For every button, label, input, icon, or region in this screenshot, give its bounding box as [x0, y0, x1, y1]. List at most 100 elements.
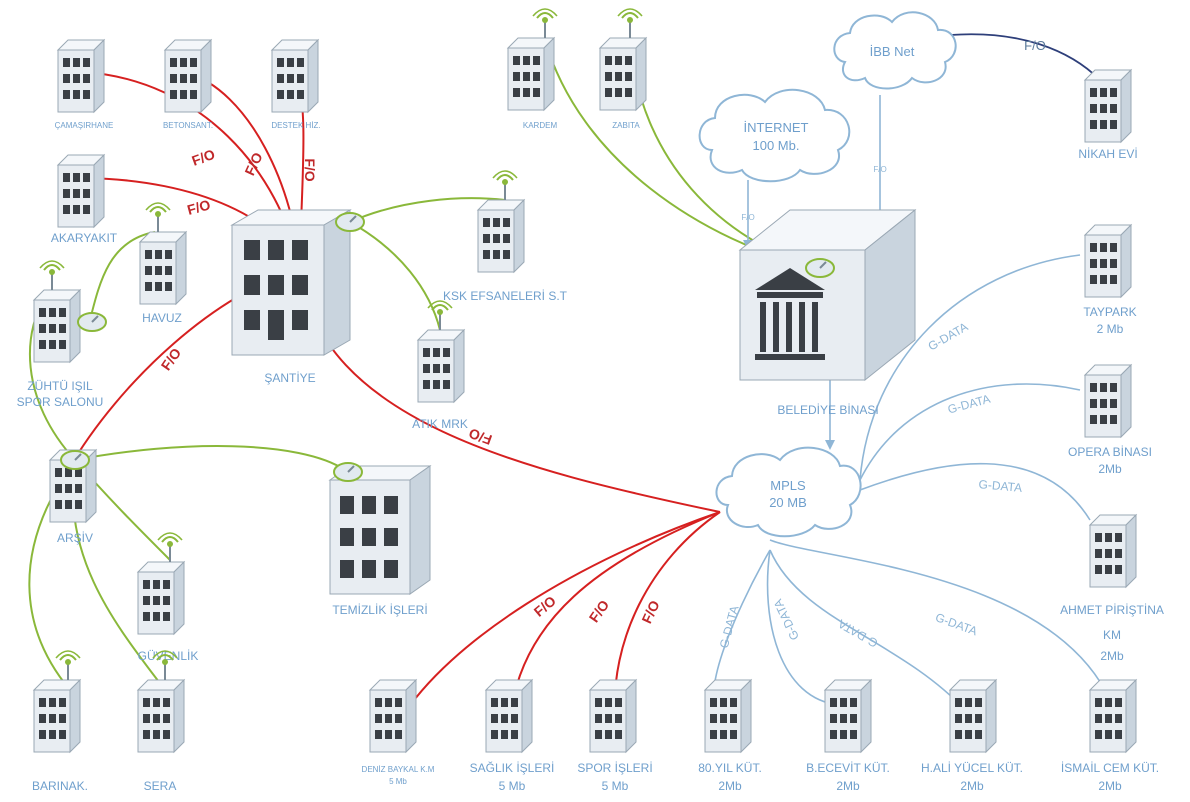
gdata-label-3: G-DATA — [978, 477, 1023, 495]
label-havuz: HAVUZ — [142, 311, 182, 325]
fo-label-internet: F/O — [741, 213, 754, 222]
label-sera: SERA — [144, 779, 177, 793]
building-nikah — [1084, 69, 1132, 143]
building-zuhtu — [33, 289, 81, 363]
label-barinak: BARINAK. — [32, 779, 88, 793]
label-ismail-2: 2Mb — [1098, 779, 1122, 793]
arrow-mpls — [825, 440, 835, 450]
label-ahmet-2: KM — [1103, 628, 1121, 642]
label-ahmet-1: AHMET PİRİŞTİNA — [1060, 603, 1164, 617]
antenna-kardem — [532, 8, 558, 39]
label-spor-1: SPOR İŞLERİ — [577, 761, 652, 775]
fo-label-ibb: F/O — [1024, 38, 1046, 53]
label-arsiv: ARŞİV — [57, 531, 93, 545]
building-80yil — [704, 679, 752, 753]
internet-speed: 100 Mb. — [753, 138, 800, 153]
ibb-label: İBB Net — [870, 44, 915, 59]
antenna-zuhtu — [39, 260, 65, 291]
fo-label-5: F/O — [158, 345, 185, 373]
building-barinak — [33, 679, 81, 753]
mpls-speed: 20 MB — [769, 495, 807, 510]
cloud-internet: İNTERNET 100 Mb. — [698, 88, 851, 183]
building-becevit — [824, 679, 872, 753]
building-akaryakit — [57, 154, 105, 228]
label-zabita: ZABITA — [612, 121, 640, 130]
building-ahmet — [1089, 514, 1137, 588]
building-temizlik — [328, 465, 432, 595]
label-80yil-1: 80.YIL KÜT. — [698, 761, 762, 775]
label-destek: DESTEK HİZ. — [271, 121, 320, 130]
building-destek — [271, 39, 319, 113]
building-spor — [589, 679, 637, 753]
antenna-guvenlik — [157, 532, 183, 563]
dish-zuhtu — [77, 312, 107, 332]
fo-label-3: F/O — [302, 158, 318, 181]
building-guvenlik — [137, 561, 185, 635]
fo-label-4: F/O — [185, 196, 212, 218]
dish-santiye — [335, 212, 365, 232]
building-kardem — [507, 37, 555, 111]
label-atik: ATIK MRK — [412, 417, 468, 431]
label-becevit-1: B.ECEVİT KÜT. — [806, 761, 890, 775]
label-spor-2: 5 Mb — [602, 779, 629, 793]
label-temizlik: TEMİZLİK İŞLERİ — [332, 603, 427, 617]
dish-temizlik — [333, 462, 363, 482]
label-taypark-2: 2 Mb — [1097, 322, 1124, 336]
label-nikah: NİKAH EVİ — [1078, 147, 1137, 161]
cloud-ibb: İBB Net — [833, 11, 957, 90]
gdata-label-5: G-DATA — [836, 617, 881, 651]
label-deniz-1: DENİZ BAYKAL K.M — [362, 765, 435, 774]
dish-arsiv — [60, 450, 90, 470]
fo-label-9: F/O — [638, 598, 662, 626]
label-saglik-2: 5 Mb — [499, 779, 526, 793]
antenna-sera — [152, 650, 178, 681]
label-becevit-2: 2Mb — [836, 779, 860, 793]
label-deniz-2: 5 Mb — [389, 777, 407, 786]
label-hali-2: 2Mb — [960, 779, 984, 793]
building-belediye — [738, 208, 917, 382]
ibb-link — [949, 33, 1101, 81]
building-sera — [137, 679, 185, 753]
building-saglik — [485, 679, 533, 753]
label-santiye: ŞANTİYE — [264, 371, 315, 385]
building-ksk — [477, 199, 525, 273]
label-betonsant: BETONSANT. — [163, 121, 213, 130]
antenna-ksk — [492, 170, 518, 201]
building-deniz — [369, 679, 417, 753]
label-opera-1: OPERA BİNASI — [1068, 445, 1152, 459]
label-ksk: KSK EFSANELERİ S.T — [443, 289, 568, 303]
building-atik — [417, 329, 465, 403]
antenna-havuz — [145, 202, 171, 233]
label-80yil-2: 2Mb — [718, 779, 742, 793]
building-ismail — [1089, 679, 1137, 753]
building-taypark — [1084, 224, 1132, 298]
fo-label-1: F/O — [190, 146, 218, 169]
fo-label-8: F/O — [586, 597, 613, 625]
label-opera-2: 2Mb — [1098, 462, 1122, 476]
label-hali-1: H.ALİ YÜCEL KÜT. — [921, 761, 1023, 775]
building-santiye — [230, 209, 352, 356]
dish-belediye — [805, 258, 835, 278]
cloud-mpls: MPLS 20 MB — [715, 446, 862, 538]
label-belediye: BELEDİYE BİNASI — [777, 403, 878, 417]
fo-label-6: F/O — [466, 425, 494, 448]
antenna-atik — [427, 300, 453, 331]
label-kardem: KARDEM — [523, 121, 558, 130]
label-saglik-1: SAĞLIK İŞLERİ — [470, 760, 555, 775]
gdata-links — [712, 95, 1111, 713]
building-zabita — [599, 37, 647, 111]
fo-label-belediye: F/O — [873, 165, 886, 174]
label-ismail-1: İSMAİL CEM KÜT. — [1061, 761, 1159, 775]
label-zuhtu-2: SPOR SALONU — [17, 395, 104, 409]
label-zuhtu-1: ZÜHTÜ IŞIL — [27, 379, 93, 393]
building-hali — [949, 679, 997, 753]
building-opera — [1084, 364, 1132, 438]
gdata-label-4: G-DATA — [934, 610, 980, 638]
label-akaryakit: AKARYAKIT — [51, 231, 118, 245]
building-betonsant — [164, 39, 212, 113]
label-ahmet-3: 2Mb — [1100, 649, 1124, 663]
building-havuz — [139, 231, 187, 305]
gdata-label-2: G-DATA — [946, 392, 992, 417]
label-camasirhane: ÇAMAŞIRHANE — [55, 121, 114, 130]
